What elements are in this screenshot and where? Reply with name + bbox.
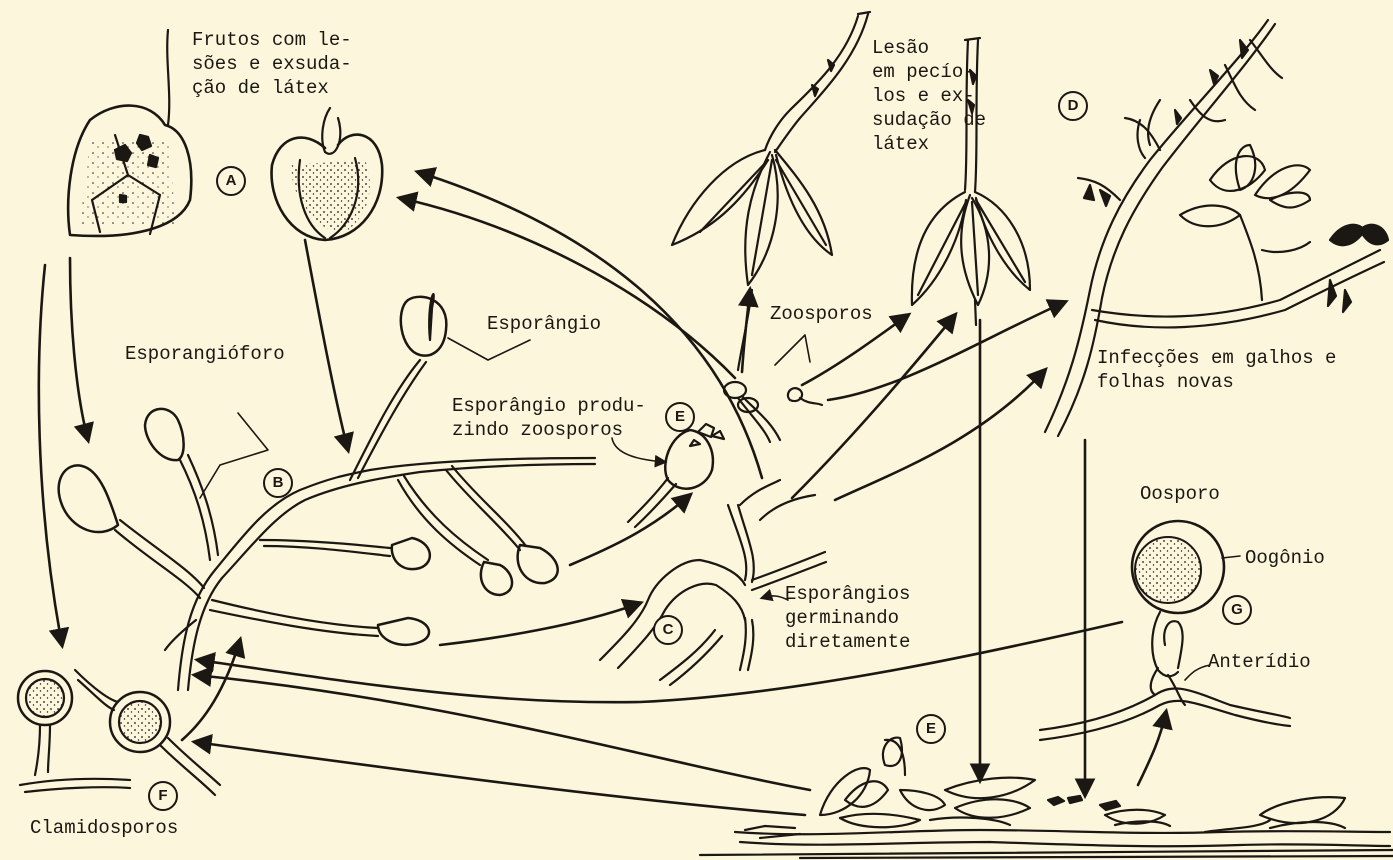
label-petiole-lesion: Lesão em pecío- los e ex- sudação de lát… [872, 36, 986, 156]
label-chlamydospores: Clamidosporos [30, 816, 178, 840]
label-infections-branches: Infecções em galhos e folhas novas [1097, 346, 1336, 394]
label-antheridium: Anterídio [1208, 650, 1311, 674]
stage-badge-c: C [653, 615, 683, 645]
stage-badge-e-litter: E [916, 714, 946, 744]
label-sporangia-germinating: Esporângios germinando diretamente [785, 582, 910, 654]
label-zoospores: Zoosporos [770, 302, 873, 326]
lesioned-fruit [68, 30, 191, 236]
stage-badge-g: G [1222, 595, 1252, 625]
label-fruits-lesions: Frutos com le- sões e exsuda- ção de lát… [192, 28, 352, 100]
stage-badge-a: A [216, 166, 246, 196]
label-sporangiophore: Esporangióforo [125, 342, 285, 366]
zoospores [724, 382, 822, 442]
fruit-with-latex [272, 108, 383, 240]
stage-badge-d: D [1058, 91, 1088, 121]
stage-badge-b: B [263, 468, 293, 498]
leaf-litter [700, 738, 1393, 858]
label-oospore: Oosporo [1140, 482, 1220, 506]
label-oogonium: Oogônio [1245, 546, 1325, 570]
label-sporangium: Esporângio [487, 312, 601, 336]
label-sporangium-producing-zoospores: Esporângio produ- zindo zoosporos [452, 394, 646, 442]
stage-badge-f: F [148, 781, 178, 811]
cycle-arrows [39, 172, 1166, 815]
stage-badge-e-sporangium: E [665, 402, 695, 432]
